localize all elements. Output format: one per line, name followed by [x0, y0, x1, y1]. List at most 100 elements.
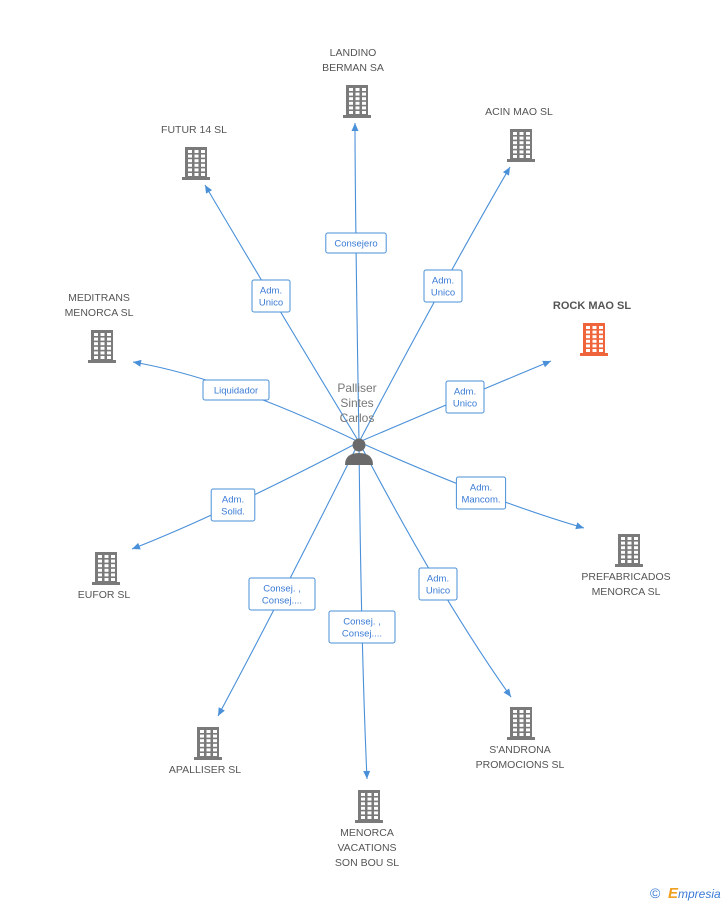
company-node-futur[interactable]: FUTUR 14 SL: [161, 124, 227, 180]
edge-label-text: Consej. ,: [263, 584, 301, 595]
edge-rockmao[interactable]: Adm.Unico: [358, 360, 552, 443]
edge-eufor[interactable]: Adm.Solid.: [131, 441, 360, 550]
company-name: MENORCA SL: [65, 307, 134, 319]
edge-label-text: Adm.: [470, 483, 492, 494]
edge-label-box: [325, 232, 387, 254]
arrowhead: [363, 770, 371, 779]
edge-label-box: [423, 269, 463, 303]
edge-line: [358, 166, 511, 443]
edge-line: [204, 184, 360, 443]
person-name: Palliser: [337, 381, 376, 395]
edge-label-text: Adm.: [427, 574, 449, 585]
edge-label-text: Mancom.: [461, 495, 500, 506]
arrowhead: [502, 167, 510, 176]
edge-label-text: Solid.: [221, 507, 245, 518]
brand-name: mpresia: [678, 887, 721, 901]
edge-line: [132, 361, 360, 443]
company-node-menorca[interactable]: MENORCA VACATIONS SON BOU SL: [335, 790, 399, 869]
edge-label-box: [445, 380, 485, 414]
edge-sandrona[interactable]: Adm.Unico: [358, 441, 512, 698]
edge-label[interactable]: Liquidador: [202, 379, 270, 401]
building-icon: [355, 790, 383, 823]
arrowhead: [132, 542, 141, 550]
edge-landino[interactable]: Consejero: [325, 122, 387, 443]
company-node-apalliser[interactable]: APALLISER SL: [169, 727, 241, 776]
building-icon: [615, 534, 643, 567]
company-name: ROCK MAO SL: [553, 300, 632, 312]
company-name: PREFABRICADOS: [581, 571, 670, 583]
edge-futur[interactable]: Adm.Unico: [204, 184, 360, 443]
arrowhead: [351, 123, 359, 131]
edge-label[interactable]: Adm.Unico: [423, 269, 463, 303]
edge-label-text: Unico: [453, 399, 477, 410]
edge-label-text: Liquidador: [214, 386, 258, 397]
person-name: Carlos: [340, 411, 375, 425]
building-icon: [88, 330, 116, 363]
building-icon: [92, 552, 120, 585]
edge-label-text: Consej....: [342, 629, 382, 640]
company-node-rockmao[interactable]: ROCK MAO SL: [553, 300, 632, 356]
edge-label-box: [210, 488, 256, 522]
company-node-meditrans[interactable]: MEDITRANS MENORCA SL: [65, 292, 134, 363]
edge-label-text: Adm.: [432, 276, 454, 287]
edge-prefab[interactable]: Adm.Mancom.: [358, 441, 585, 530]
edge-label[interactable]: Adm.Solid.: [210, 488, 256, 522]
edge-label-box: [418, 567, 458, 601]
company-name: SON BOU SL: [335, 857, 399, 869]
edge-label-box: [455, 476, 507, 510]
edge-apalliser[interactable]: Consej. ,Consej....: [217, 441, 360, 717]
building-icon: [507, 129, 535, 162]
company-name: S'ANDRONA: [489, 744, 551, 756]
edge-label-text: Consejero: [334, 239, 377, 250]
edge-menorca[interactable]: Consej. ,Consej....: [328, 441, 396, 780]
edge-label[interactable]: Adm.Unico: [251, 279, 291, 313]
edge-label-box: [202, 379, 270, 401]
company-name: VACATIONS: [337, 842, 396, 854]
edge-label-box: [328, 610, 396, 644]
building-icon: [194, 727, 222, 760]
company-name: FUTUR 14 SL: [161, 124, 227, 136]
building-icon: [507, 707, 535, 740]
edge-label-box: [248, 577, 316, 611]
edge-label[interactable]: Consej. ,Consej....: [248, 577, 316, 611]
edge-label-text: Consej. ,: [343, 617, 381, 628]
building-icon: [182, 147, 210, 180]
footer-watermark: © E mpresia: [650, 885, 721, 902]
company-node-prefab[interactable]: PREFABRICADOS MENORCA SL: [581, 534, 671, 598]
company-node-eufor[interactable]: EUFOR SL: [78, 552, 131, 601]
edge-meditrans[interactable]: Liquidador: [132, 359, 360, 443]
edge-acin[interactable]: Adm.Unico: [358, 166, 511, 443]
company-name: MENORCA SL: [592, 586, 661, 598]
edge-label-text: Unico: [431, 288, 455, 299]
edge-label-text: Adm.: [454, 387, 476, 398]
company-name: BERMAN SA: [322, 62, 384, 74]
edge-label-text: Adm.: [260, 286, 282, 297]
arrowhead: [218, 707, 225, 716]
building-icon: [580, 323, 608, 356]
company-name: EUFOR SL: [78, 589, 131, 601]
edge-label[interactable]: Adm.Mancom.: [455, 476, 507, 510]
edge-label[interactable]: Adm.Unico: [445, 380, 485, 414]
company-node-acin[interactable]: ACIN MAO SL: [485, 106, 553, 162]
edge-label[interactable]: Adm.Unico: [418, 567, 458, 601]
edge-label[interactable]: Consejero: [325, 232, 387, 254]
arrowhead: [133, 359, 142, 367]
arrowhead: [542, 360, 551, 368]
building-icon: [343, 85, 371, 118]
brand-initial: E: [668, 885, 679, 902]
arrowhead: [503, 688, 511, 697]
edge-label-text: Unico: [426, 586, 450, 597]
edge-label-text: Consej....: [262, 596, 302, 607]
person-name: Sintes: [340, 396, 373, 410]
company-name: APALLISER SL: [169, 764, 241, 776]
edge-label[interactable]: Consej. ,Consej....: [328, 610, 396, 644]
company-name: MENORCA: [340, 827, 394, 839]
company-name: MEDITRANS: [68, 292, 130, 304]
copyright-symbol: ©: [650, 885, 661, 901]
